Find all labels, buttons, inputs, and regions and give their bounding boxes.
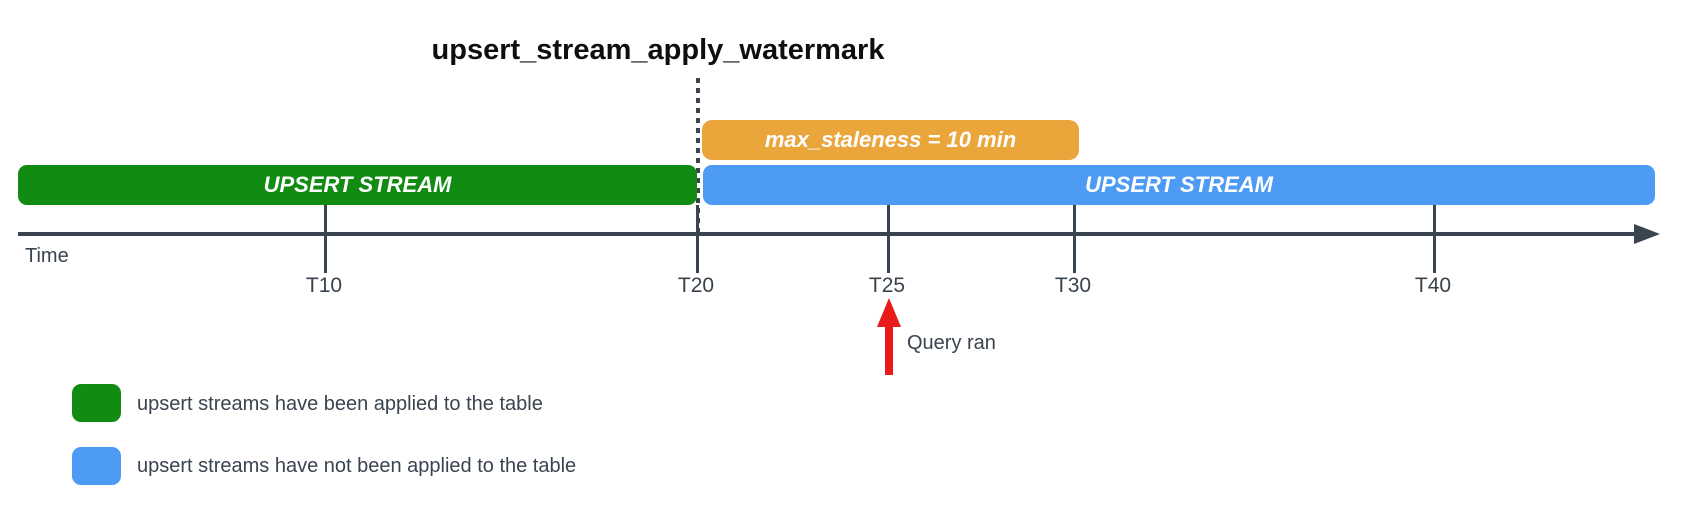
tick-label-t30: T30 [1054, 274, 1092, 297]
tick-label-t40: T40 [1414, 274, 1452, 297]
time-axis-line [18, 232, 1638, 236]
tick-t40 [1433, 205, 1436, 273]
query-ran-label: Query ran [907, 332, 996, 354]
watermark-dashed-line [696, 78, 700, 232]
query-ran-arrow-shaft [885, 325, 893, 375]
applied-upsert-stream-bar-label: UPSERT STREAM [263, 172, 452, 197]
applied-upsert-stream-bar: UPSERT STREAM [18, 165, 697, 205]
legend-label-unapplied: upsert streams have not been applied to … [137, 455, 577, 477]
legend-label-applied: upsert streams have been applied to the … [137, 393, 543, 415]
query-ran-arrow-icon [877, 298, 901, 327]
diagram-title: upsert_stream_apply_watermark [431, 34, 885, 66]
legend-swatch-applied [72, 384, 121, 422]
tick-t25 [887, 205, 890, 273]
tick-t10 [324, 205, 327, 273]
tick-label-t20: T20 [677, 274, 715, 297]
tick-t20 [696, 205, 699, 273]
tick-t30 [1073, 205, 1076, 273]
unapplied-upsert-stream-bar-label: UPSERT STREAM [1085, 172, 1273, 197]
max-staleness-bar-label: max_staleness = 10 min [764, 127, 1017, 152]
time-axis-label: Time [25, 245, 69, 267]
tick-label-t10: T10 [305, 274, 343, 297]
time-axis-arrowhead-icon [1634, 224, 1660, 244]
unapplied-upsert-stream-bar: UPSERT STREAM [703, 165, 1655, 205]
max-staleness-bar: max_staleness = 10 min [702, 120, 1079, 160]
legend-swatch-unapplied [72, 447, 121, 485]
tick-label-t25: T25 [868, 274, 906, 297]
